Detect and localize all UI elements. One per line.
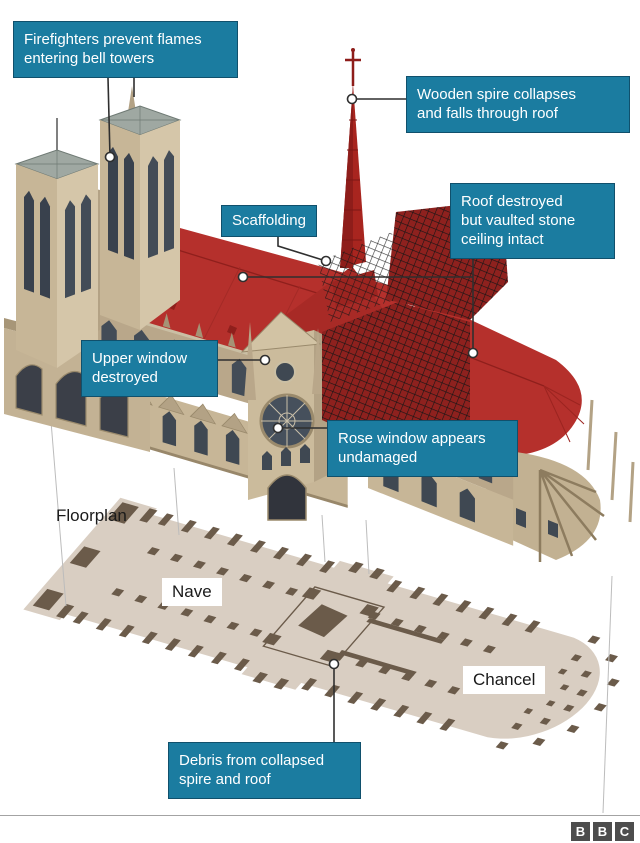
callout-roof-destroyed: Roof destroyed but vaulted stone ceiling… [450,183,615,259]
rose-window [259,393,315,449]
callout-scaffolding: Scaffolding [221,205,317,237]
bbc-logo-letter: B [571,822,590,841]
footer-divider [0,815,640,816]
spire-cross [345,50,361,86]
marker-scaffolding [320,255,332,267]
bell-towers [4,86,182,452]
callout-spire: Wooden spire collapses and falls through… [406,76,630,133]
floorplan-title: Floorplan [56,506,127,525]
bbc-logo-letter: C [615,822,634,841]
marker-rose-window [272,422,284,434]
marker-debris [328,658,340,670]
callout-connectors [107,77,474,742]
callout-marker-dots [104,93,479,670]
gable-oculus [274,361,296,383]
callout-firefighters: Firefighters prevent flames entering bel… [13,21,238,78]
nave-label: Nave [162,578,222,606]
chancel-label: Chancel [463,666,546,694]
floorplan-debris-zone [262,586,386,668]
scaffolding-grid [318,200,508,452]
marker-spire [346,93,358,105]
callout-rose-window: Rose window appears undamaged [327,420,518,477]
bbc-logo: B B C [571,822,634,841]
north-tower [98,86,182,330]
floorplan-walls-and-pillars [32,502,620,750]
marker-nave-roof [237,271,249,283]
marker-chancel-roof [467,347,479,359]
callout-upper-window: Upper window destroyed [81,340,218,397]
transept-facade [240,266,398,521]
bbc-logo-letter: B [593,822,612,841]
marker-bell-tower [104,151,116,163]
south-tower [14,118,100,368]
transept-portal [267,474,307,521]
callout-debris: Debris from collapsed spire and roof [168,742,361,799]
marker-upper-window [259,354,271,366]
